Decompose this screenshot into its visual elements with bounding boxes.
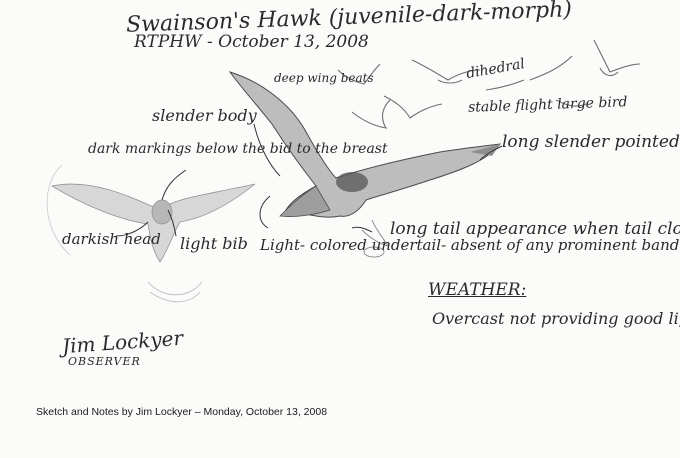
left-hawk-lower-sketch (148, 282, 202, 302)
label-deep-wing-beats: deep wing beats (274, 72, 374, 84)
label-light-undertail: Light- colored undertail- absent of any … (260, 238, 680, 254)
label-darkish-head: darkish head (62, 232, 161, 246)
label-light-bib: light bib (180, 236, 248, 253)
title-line-2: RTPHW - October 13, 2008 (134, 34, 369, 52)
sketch-caption: Sketch and Notes by Jim Lockyer – Monday… (36, 406, 327, 418)
weather-text: Overcast not providing good lighting - b… (432, 310, 680, 328)
weather-heading: WEATHER: (428, 282, 526, 300)
label-long-slender-wings: long slender pointed wings (502, 134, 680, 152)
label-slender-body: slender body (152, 108, 257, 125)
observer-role: observer (68, 356, 141, 368)
label-dark-markings: dark markings below the bid to the breas… (88, 142, 388, 156)
label-long-tail: long tail appearance when tail closed (390, 220, 680, 239)
